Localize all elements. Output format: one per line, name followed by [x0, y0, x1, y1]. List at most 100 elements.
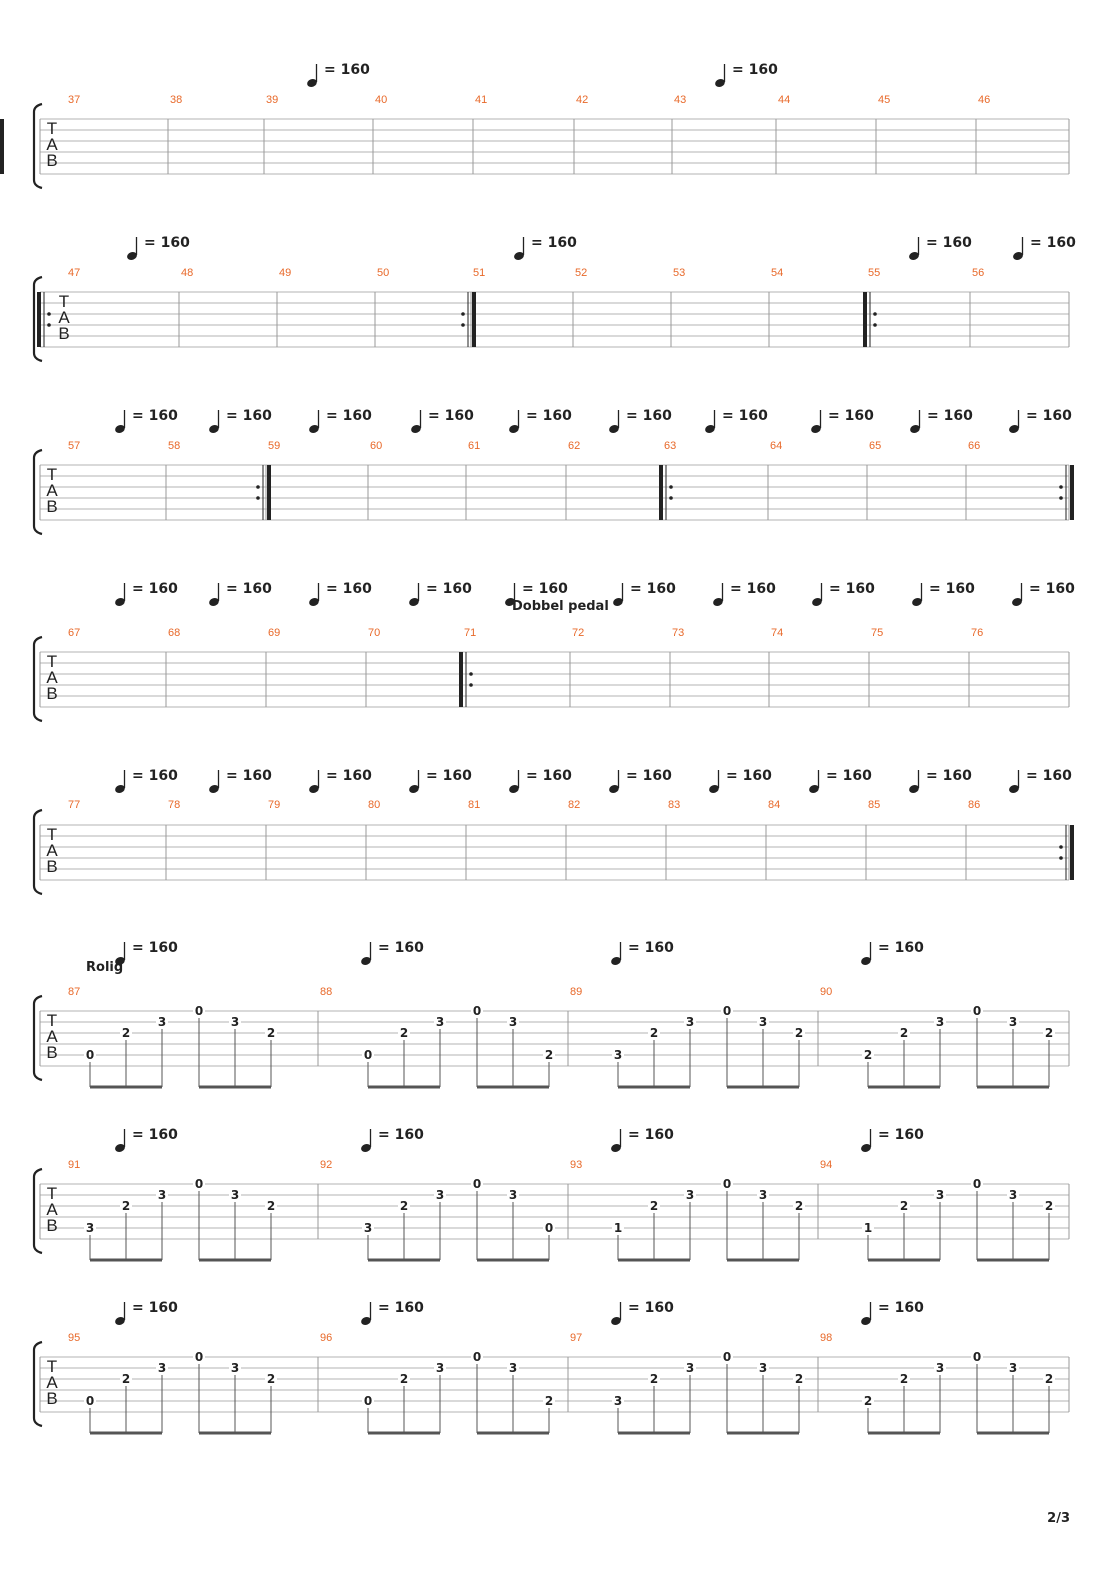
beam	[199, 1431, 271, 1435]
measure-number: 60	[370, 440, 382, 452]
fret-number: 0	[973, 1177, 981, 1191]
fret-mask	[193, 1004, 205, 1017]
fret-number: 2	[795, 1199, 803, 1213]
fret-mask	[434, 1015, 446, 1028]
tempo-mark: = 160	[361, 940, 424, 965]
repeat-dot	[469, 672, 473, 676]
tab-clef-letter: B	[46, 1216, 57, 1235]
quarter-note-head	[611, 957, 621, 965]
fret-number: 3	[1009, 1361, 1017, 1375]
tempo-value: = 160	[927, 408, 973, 424]
quarter-note-head	[509, 785, 519, 793]
tab-clef-letter: T	[47, 119, 57, 138]
tempo-mark: = 160	[509, 768, 572, 793]
fret-number: 0	[195, 1004, 203, 1018]
beam	[477, 1431, 549, 1435]
tab-clef-letter: T	[47, 652, 57, 671]
measure-number: 90	[820, 986, 832, 998]
fret-number: 2	[400, 1199, 408, 1213]
beam	[618, 1085, 690, 1089]
fret-number: 0	[195, 1177, 203, 1191]
tempo-mark: = 160	[812, 581, 875, 606]
repeat-dot	[461, 312, 465, 316]
quarter-note-head	[361, 1317, 371, 1325]
fret-mask	[862, 1221, 874, 1234]
quarter-note-head	[1009, 785, 1019, 793]
fret-mask	[648, 1372, 660, 1385]
tab-clef-letter: B	[46, 684, 57, 703]
measure-number: 41	[475, 94, 487, 106]
fret-number: 2	[900, 1372, 908, 1386]
tab-clef-letter: T	[47, 1011, 57, 1030]
tempo-mark: = 160	[361, 1300, 424, 1325]
measure-number: 64	[770, 440, 782, 452]
fret-mask	[757, 1015, 769, 1028]
beam	[199, 1085, 271, 1089]
fret-number: 2	[122, 1372, 130, 1386]
measure-number: 81	[468, 799, 480, 811]
repeat-dot	[669, 485, 673, 489]
beam	[868, 1085, 940, 1089]
system-bracket	[32, 994, 43, 1082]
tempo-mark: = 160	[309, 408, 372, 433]
fret-number: 3	[686, 1361, 694, 1375]
tempo-mark: = 160	[127, 235, 190, 260]
fret-number: 2	[400, 1026, 408, 1040]
quarter-note-head	[910, 425, 920, 433]
tempo-value: = 160	[630, 581, 676, 597]
quarter-note-head	[115, 425, 125, 433]
tempo-mark: = 160	[611, 1300, 674, 1325]
fret-mask	[648, 1026, 660, 1039]
quarter-note-head	[713, 598, 723, 606]
tempo-value: = 160	[628, 1300, 674, 1316]
fret-number: 2	[650, 1026, 658, 1040]
tempo-value: = 160	[378, 940, 424, 956]
quarter-note-head	[609, 785, 619, 793]
fret-number: 2	[400, 1372, 408, 1386]
beam	[727, 1085, 799, 1089]
fret-number: 3	[614, 1048, 622, 1062]
fret-mask	[971, 1350, 983, 1363]
measure-number: 78	[168, 799, 180, 811]
fret-number: 3	[436, 1361, 444, 1375]
tempo-value: = 160	[878, 940, 924, 956]
quarter-note-head	[709, 785, 719, 793]
quarter-note-head	[514, 252, 524, 260]
fret-number: 2	[122, 1026, 130, 1040]
quarter-note-head	[715, 79, 725, 87]
repeat-start-thick-bar	[863, 292, 867, 347]
tab-clef-letter: T	[59, 292, 69, 311]
measure-number: 66	[968, 440, 980, 452]
quarter-note-head	[309, 598, 319, 606]
tab-clef-letter: B	[58, 324, 69, 343]
fret-number: 3	[436, 1188, 444, 1202]
measure-number: 44	[778, 94, 790, 106]
quarter-note-head	[115, 598, 125, 606]
measure-number: 85	[868, 799, 880, 811]
tempo-mark: = 160	[307, 62, 370, 87]
fret-number: 3	[759, 1015, 767, 1029]
quarter-note-head	[812, 598, 822, 606]
quarter-note-head	[409, 598, 419, 606]
fret-number: 3	[231, 1015, 239, 1029]
tempo-value: = 160	[132, 1300, 178, 1316]
tempo-mark: = 160	[609, 408, 672, 433]
fret-mask	[1043, 1026, 1055, 1039]
fret-mask	[507, 1188, 519, 1201]
tempo-value: = 160	[326, 581, 372, 597]
beam	[90, 1258, 162, 1262]
measure-number: 88	[320, 986, 332, 998]
tempo-value: = 160	[829, 581, 875, 597]
fret-number: 3	[158, 1361, 166, 1375]
fret-mask	[898, 1372, 910, 1385]
tempo-value: = 160	[878, 1127, 924, 1143]
tempo-mark: = 160	[715, 62, 778, 87]
repeat-dot	[256, 496, 260, 500]
repeat-start-thick-bar	[37, 292, 41, 347]
tempo-value: = 160	[926, 768, 972, 784]
fret-mask	[507, 1361, 519, 1374]
fret-mask	[721, 1004, 733, 1017]
tempo-value: = 160	[626, 768, 672, 784]
